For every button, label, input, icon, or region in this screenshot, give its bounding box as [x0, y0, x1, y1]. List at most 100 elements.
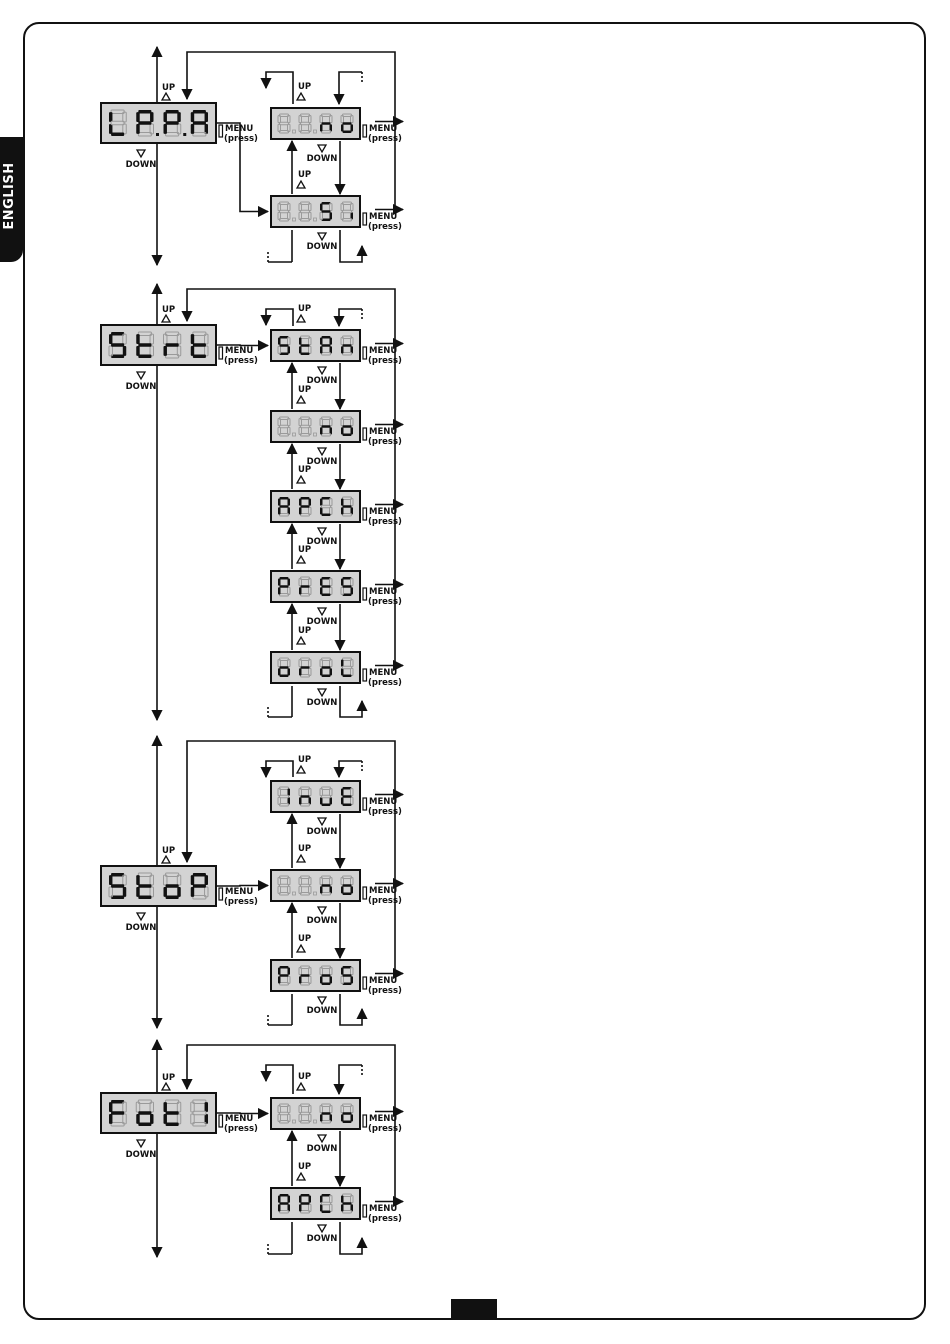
display-segment [299, 507, 302, 515]
display-segment [340, 418, 344, 427]
wrap-arrow [339, 230, 368, 263]
display-segment [204, 333, 209, 345]
down-label: DOWN [307, 1144, 338, 1154]
display-segment [320, 578, 323, 586]
display-segment [279, 1210, 289, 1214]
down-triangle-icon [316, 144, 328, 154]
display-segment [308, 967, 312, 976]
up-label: UP [298, 385, 311, 395]
up-label: UP [298, 1072, 311, 1082]
display-segment [163, 1114, 167, 1124]
display-segment [342, 1210, 352, 1214]
display-segment [341, 346, 344, 354]
display-segment [279, 352, 289, 355]
up-triangle-icon [295, 764, 307, 774]
display-segment [110, 120, 125, 126]
display-segment [176, 1101, 182, 1113]
display-segment [192, 1110, 207, 1116]
menu-button-icon [362, 427, 368, 441]
display-segment [340, 337, 344, 346]
down-label: DOWN [307, 617, 338, 627]
menu-button-icon [218, 1114, 224, 1128]
display-segment [149, 874, 155, 886]
display-segment [279, 883, 289, 888]
display-segment [190, 875, 195, 885]
unlit-digit [277, 875, 296, 896]
display-segment [298, 877, 302, 886]
display-segment [279, 505, 289, 508]
up-triangle-icon [160, 854, 172, 864]
display-segment [111, 332, 125, 336]
up-triangle-icon [295, 474, 307, 484]
display-segment [350, 886, 353, 894]
menu-button-icon [362, 507, 368, 521]
display-segment [321, 974, 331, 977]
display-segment [308, 211, 312, 220]
display-segment [190, 334, 195, 344]
wrap-arrow [333, 760, 362, 779]
display-segment [321, 982, 331, 985]
display-segment [138, 354, 152, 358]
display-segment [321, 585, 331, 588]
press-label: (press) [224, 356, 258, 366]
display-segment [300, 344, 310, 347]
display-segment [300, 497, 310, 500]
press-label: (press) [368, 1214, 402, 1224]
display-segment [300, 803, 310, 807]
decimal-point [183, 133, 187, 136]
up-triangle-icon [160, 91, 172, 101]
display-segment [149, 1101, 155, 1113]
display-segment [109, 334, 113, 344]
display-segment [135, 1101, 141, 1113]
display-segment [138, 110, 152, 114]
display-segment [329, 797, 332, 805]
option-display-stop-2 [270, 959, 361, 992]
menu-button-icon [362, 212, 368, 226]
display-segment [350, 877, 354, 886]
display-segment [329, 418, 333, 427]
display-segment [329, 967, 333, 976]
display-segment [308, 1195, 311, 1203]
display-segment [342, 209, 352, 214]
up-label: UP [298, 1162, 311, 1172]
display-segment [321, 344, 331, 347]
display-segment [136, 887, 140, 897]
display-segment [350, 976, 353, 984]
display-segment [287, 877, 291, 886]
down-label: DOWN [307, 376, 338, 386]
unlit-digit [298, 113, 317, 134]
display-segment [287, 203, 291, 212]
display-segment [136, 112, 140, 122]
down-label: DOWN [126, 382, 157, 392]
up-label: UP [298, 934, 311, 944]
display-segment [350, 507, 353, 515]
down-triangle-icon [135, 149, 147, 159]
display-segment [279, 585, 289, 588]
display-segment [109, 1114, 113, 1124]
display-segment [299, 976, 302, 984]
display-segment [340, 877, 344, 886]
display-segment [163, 346, 167, 356]
display-segment [321, 593, 331, 596]
display-segment [204, 875, 208, 885]
menu-label: MENU [369, 587, 397, 597]
wrap-arrow [260, 1064, 294, 1094]
display-segment [321, 674, 331, 677]
display-segment [279, 577, 289, 580]
display-segment [308, 578, 312, 587]
display-segment [277, 123, 281, 132]
press-label: (press) [368, 437, 402, 447]
display-segment [287, 1195, 290, 1203]
display-segment [341, 668, 344, 676]
display-segment [350, 124, 353, 132]
display-segment [329, 659, 333, 668]
menu-button-icon [218, 887, 224, 901]
enter-submenu-arrow [216, 122, 270, 218]
display-segment [350, 587, 353, 595]
display-segment [298, 123, 302, 132]
press-label: (press) [368, 597, 402, 607]
up-triangle-icon [295, 943, 307, 953]
display-segment [341, 427, 344, 435]
display-segment [149, 345, 155, 357]
